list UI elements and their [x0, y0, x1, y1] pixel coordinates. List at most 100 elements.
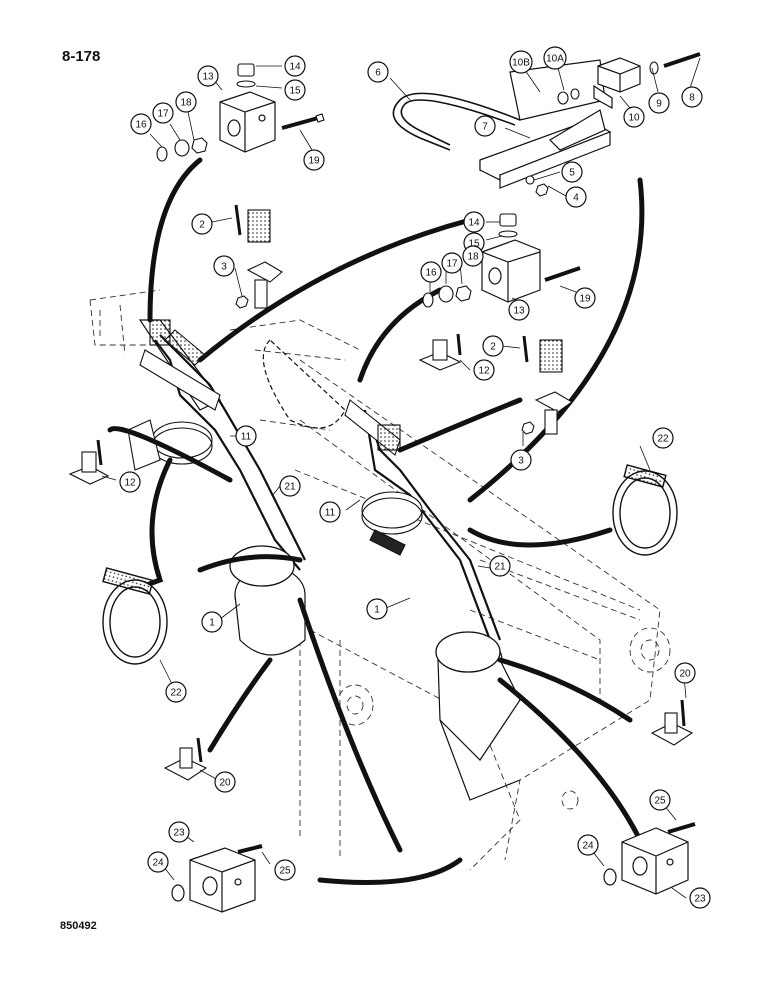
callout-c16a: 16	[130, 113, 152, 135]
callout-c22a: 22	[652, 427, 674, 449]
left-clamp-assembly	[127, 319, 221, 471]
callout-label: 8	[689, 93, 695, 104]
callout-label: 25	[279, 866, 291, 877]
callout-circle	[284, 55, 306, 77]
callout-circle	[366, 598, 388, 620]
callout-c9: 9	[648, 92, 670, 114]
callout-label: 11	[241, 432, 252, 443]
drawing-number: 850492	[60, 920, 97, 932]
callout-circle	[510, 449, 532, 471]
plug-upper-left	[236, 63, 256, 88]
callout-circle	[214, 771, 236, 793]
callout-c2b: 2	[482, 335, 504, 357]
callout-circle	[674, 662, 696, 684]
callout-circle	[649, 789, 671, 811]
callout-circle	[574, 287, 596, 309]
callout-circle	[197, 65, 219, 87]
callout-leaders	[101, 57, 701, 899]
callout-label: 10	[628, 113, 640, 124]
callout-c25b: 25	[274, 859, 296, 881]
callout-c18b: 18	[462, 245, 484, 267]
hardware-top-right	[525, 52, 701, 197]
callout-c13b: 13	[508, 299, 530, 321]
valve-block-lower-right	[603, 822, 696, 895]
valve-block-middle	[481, 239, 541, 303]
callout-c6: 6	[367, 61, 389, 83]
callout-circle	[119, 471, 141, 493]
mount-left-lower	[68, 439, 110, 485]
callout-circle	[473, 359, 495, 381]
callout-circle	[130, 113, 152, 135]
callout-circle	[474, 115, 496, 137]
callout-label: 12	[124, 478, 136, 489]
callout-c16b: 16	[420, 261, 442, 283]
callout-label: 15	[468, 239, 480, 250]
callout-circle	[279, 475, 301, 497]
callout-label: 7	[482, 122, 488, 133]
callout-circle	[201, 611, 223, 633]
callout-c5: 5	[561, 161, 583, 183]
callout-circle	[284, 79, 306, 101]
callout-c3a: 3	[213, 255, 235, 277]
callout-circle	[213, 255, 235, 277]
valve-block-lower-left	[171, 844, 263, 913]
callout-circle	[175, 91, 197, 113]
callout-c1b: 1	[366, 598, 388, 620]
callout-c20b: 20	[674, 662, 696, 684]
callout-circle	[508, 299, 530, 321]
callout-circle	[462, 245, 484, 267]
callout-label: 11	[325, 508, 336, 519]
callout-label: 16	[425, 268, 437, 279]
mount-lower-left	[163, 737, 208, 781]
valve-block-upper-left	[219, 91, 276, 153]
callout-c11a: 11	[235, 425, 257, 447]
callout-label: 25	[654, 796, 666, 807]
callout-c21a: 21	[279, 475, 301, 497]
callout-circle	[420, 261, 442, 283]
callout-c17b: 17	[441, 252, 463, 274]
callout-label: 20	[219, 778, 231, 789]
callout-c19b: 19	[574, 287, 596, 309]
callout-circle	[577, 834, 599, 856]
callout-circle	[152, 102, 174, 124]
callout-c8: 8	[681, 86, 703, 108]
callout-circle	[235, 425, 257, 447]
callout-c18a: 18	[175, 91, 197, 113]
callout-label: 3	[518, 456, 524, 467]
callout-c3b: 3	[510, 449, 532, 471]
callout-c12a: 12	[473, 359, 495, 381]
callout-c25a: 25	[649, 789, 671, 811]
callout-c13a: 13	[197, 65, 219, 87]
fittings-middle	[422, 266, 581, 308]
right-clamp-assembly	[344, 399, 423, 556]
callout-c10a: 10A	[543, 46, 567, 70]
callout-circle	[565, 186, 587, 208]
callout-c19a: 19	[303, 149, 325, 171]
callout-label: 3	[221, 262, 227, 273]
callout-circle	[463, 211, 485, 233]
callout-label: 19	[308, 156, 320, 167]
callout-c1a: 1	[201, 611, 223, 633]
callout-label: 1	[209, 618, 215, 629]
callout-label: 17	[157, 109, 169, 120]
callout-label: 22	[657, 434, 669, 445]
callout-c4: 4	[565, 186, 587, 208]
callout-circle	[303, 149, 325, 171]
callout-label: 2	[199, 220, 205, 231]
mounting-bracket	[479, 59, 612, 189]
callout-label: 23	[694, 894, 706, 905]
callout-label: 13	[202, 72, 214, 83]
callout-label: 2	[490, 342, 496, 353]
callout-circle	[489, 555, 511, 577]
callout-label: 10B	[512, 58, 530, 69]
callout-label: 15	[289, 86, 301, 97]
callout-label: 9	[656, 99, 662, 110]
callout-circle	[191, 213, 213, 235]
callout-label: 18	[180, 98, 192, 109]
hose-clamp-right	[612, 464, 678, 556]
callout-c21b: 21	[489, 555, 511, 577]
callout-circle	[543, 46, 567, 70]
clamp-top-right	[593, 57, 641, 110]
callout-c22b: 22	[165, 681, 187, 703]
